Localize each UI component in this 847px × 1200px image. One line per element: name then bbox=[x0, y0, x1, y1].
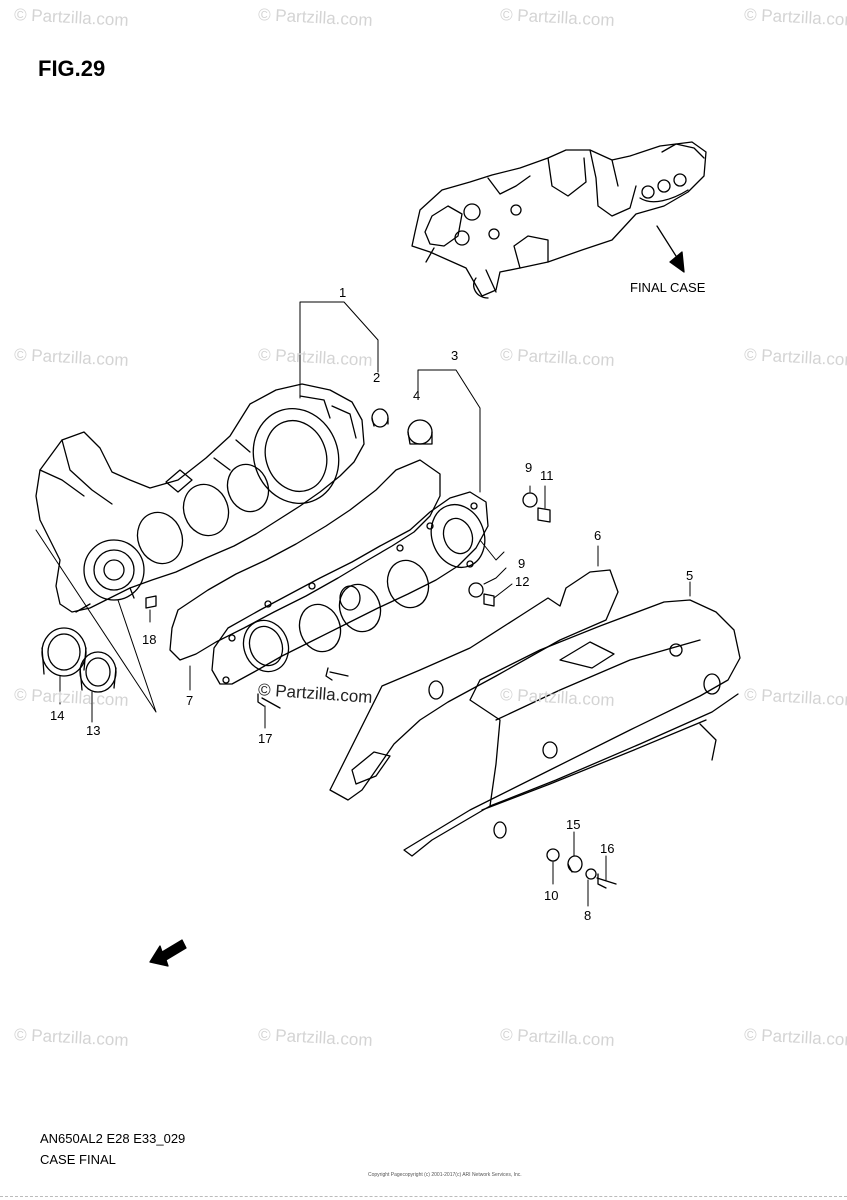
callout-2: 2 bbox=[373, 370, 381, 385]
bushing-2 bbox=[371, 408, 389, 428]
leader-lines bbox=[35, 301, 691, 907]
callout-5: 5 bbox=[686, 568, 694, 583]
nut-12 bbox=[483, 593, 495, 607]
bolt-17 bbox=[257, 667, 349, 709]
final-case-arrowhead bbox=[669, 251, 685, 273]
final-case-pointer-line bbox=[656, 225, 677, 257]
callout-7: 7 bbox=[186, 693, 194, 708]
callout-3: 3 bbox=[451, 348, 459, 363]
callout-16: 16 bbox=[600, 841, 615, 856]
bolt-16 bbox=[596, 873, 617, 889]
page-divider bbox=[0, 1196, 847, 1197]
collar-10 bbox=[546, 848, 560, 862]
callout-10: 10 bbox=[544, 888, 559, 903]
fwd-arrow-icon bbox=[149, 939, 187, 967]
callout-11: 11 bbox=[540, 468, 554, 483]
callout-15: 15 bbox=[566, 817, 581, 832]
callout-9-upper: 9 bbox=[525, 460, 533, 475]
callout-6: 6 bbox=[594, 528, 602, 543]
gasket-7 bbox=[169, 459, 441, 661]
washer-8 bbox=[585, 868, 597, 880]
callout-9-lower: 9 bbox=[518, 556, 526, 571]
callout-1: 1 bbox=[339, 285, 347, 300]
final-case-label: FINAL CASE bbox=[630, 280, 706, 295]
bushing-4 bbox=[407, 419, 433, 445]
chain-cover-inner-6 bbox=[329, 569, 619, 801]
callout-12: 12 bbox=[515, 574, 530, 589]
final-case-overview bbox=[411, 141, 707, 299]
callout-4: 4 bbox=[413, 388, 421, 403]
final-case-left-half bbox=[35, 383, 365, 613]
callout-8: 8 bbox=[584, 908, 592, 923]
diagram-code: AN650AL2 E28 E33_029 bbox=[40, 1131, 186, 1146]
nut-11 bbox=[537, 507, 551, 523]
callout-17: 17 bbox=[258, 731, 273, 746]
final-case-right-half bbox=[211, 491, 489, 685]
washer-9-upper bbox=[522, 492, 538, 508]
callout-14: 14 bbox=[50, 708, 65, 723]
oil-seal-14 bbox=[41, 627, 87, 677]
callout-18: 18 bbox=[142, 632, 157, 647]
figure-title: FIG.29 bbox=[38, 56, 106, 81]
oil-seal-13 bbox=[79, 651, 117, 693]
callout-13: 13 bbox=[86, 723, 101, 738]
copyright-notice: Copyright Pagecopyright (c) 2001-2017(c)… bbox=[368, 1172, 522, 1178]
diagram-name: CASE FINAL bbox=[40, 1152, 116, 1167]
chain-case-cover-5 bbox=[403, 599, 741, 857]
washer-9-lower bbox=[468, 582, 484, 598]
dowel-pin-18 bbox=[145, 595, 157, 609]
damper-15 bbox=[567, 855, 583, 873]
